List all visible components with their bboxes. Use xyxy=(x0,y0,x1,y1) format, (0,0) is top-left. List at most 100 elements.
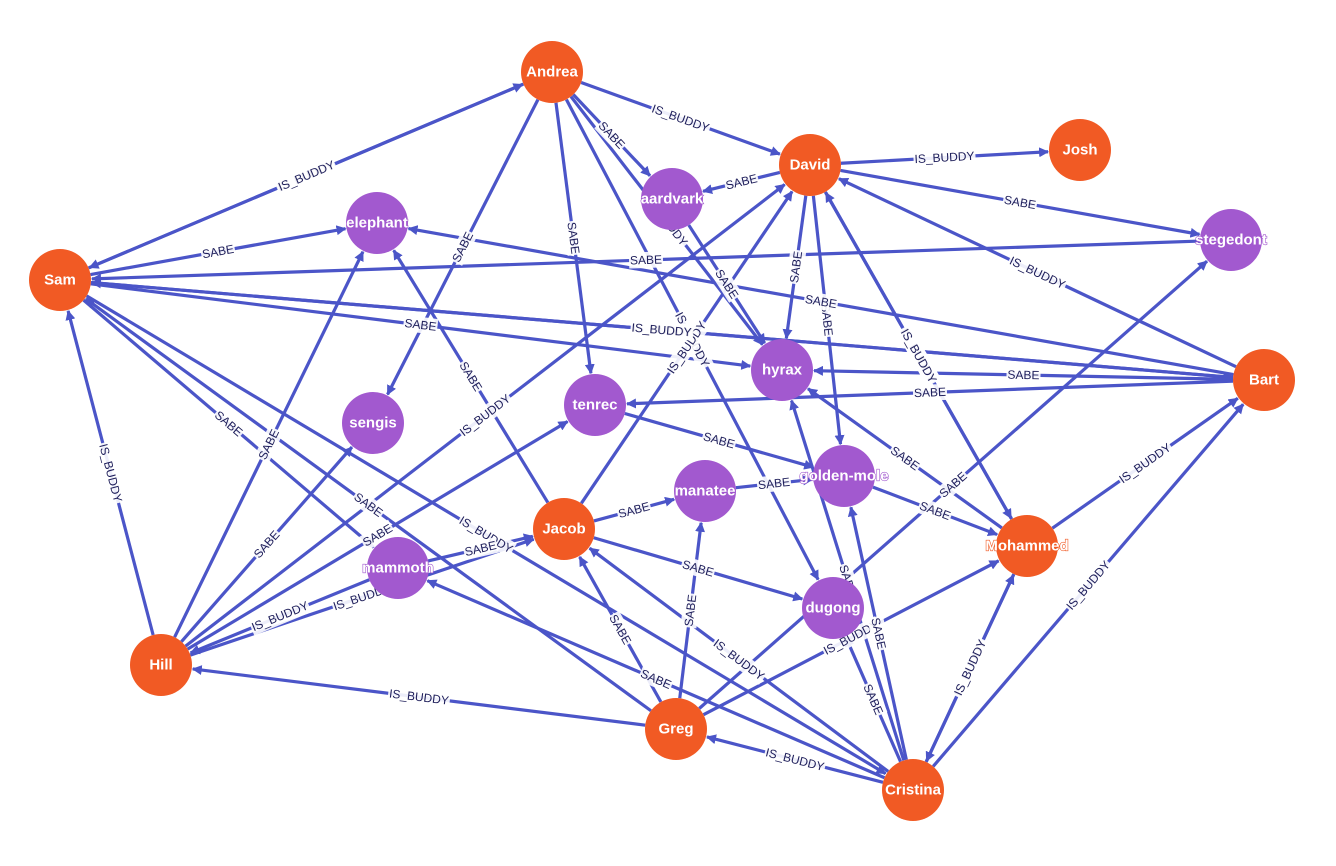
node-circle[interactable] xyxy=(641,168,703,230)
edge-label-background xyxy=(679,555,717,581)
edge-label-group: SABE xyxy=(563,220,584,256)
node-circle[interactable] xyxy=(813,445,875,507)
node-circle[interactable] xyxy=(29,249,91,311)
edge-label-background xyxy=(662,317,711,378)
edge-label-background xyxy=(248,597,312,636)
node-circle[interactable] xyxy=(645,698,707,760)
edge-label-background xyxy=(199,240,237,263)
node-circle[interactable] xyxy=(1049,119,1111,181)
node-circle[interactable] xyxy=(564,374,626,436)
edge-label-group: SABE xyxy=(199,240,237,263)
node-circle[interactable] xyxy=(367,537,429,599)
edge-label-background xyxy=(447,228,478,266)
edge-label: IS_BUDDY xyxy=(631,320,692,339)
edge-label: SABE xyxy=(638,666,673,692)
node-Hill[interactable]: Hill xyxy=(130,634,192,696)
edge-label-background xyxy=(1001,191,1039,214)
edge-label-background xyxy=(1006,252,1069,294)
node-tenrec[interactable]: tenrec xyxy=(564,374,626,436)
edge-label: SABE xyxy=(1003,193,1037,212)
node-Josh[interactable]: Josh xyxy=(1049,119,1111,181)
edge-label-group: SABE xyxy=(700,428,738,453)
edge-label-group: SABE xyxy=(462,536,499,561)
node-circle[interactable] xyxy=(342,392,404,454)
node-aardvark[interactable]: aardvark xyxy=(640,168,705,230)
node-circle[interactable] xyxy=(751,339,813,401)
edge-label-background xyxy=(249,526,284,563)
edge-label-background xyxy=(628,251,664,269)
node-circle[interactable] xyxy=(882,759,944,821)
node-circle[interactable] xyxy=(1233,349,1295,411)
node-Sam[interactable]: Sam xyxy=(29,249,91,311)
edge-label-background xyxy=(756,473,792,494)
node-circle[interactable] xyxy=(130,634,192,696)
edge-label-group: IS_BUDDY xyxy=(709,634,769,685)
edge-label-group: SABE xyxy=(615,497,653,523)
edge-label-background xyxy=(912,383,948,402)
node-golden-mole[interactable]: golden-mole xyxy=(799,445,889,507)
edge-label: SABE xyxy=(787,250,805,284)
node-circle[interactable] xyxy=(802,577,864,639)
node-Cristina[interactable]: Cristina xyxy=(882,759,944,821)
edge-label-group: SABE xyxy=(447,228,478,266)
node-circle[interactable] xyxy=(1200,209,1262,271)
edge-label: SABE xyxy=(456,359,485,394)
edge-label-background xyxy=(886,441,924,475)
edge-label-background xyxy=(358,519,397,551)
edge-label-background xyxy=(1061,556,1115,615)
node-Jacob[interactable]: Jacob xyxy=(533,498,595,560)
edge-label-group: SABE xyxy=(912,383,948,402)
edge-label-background xyxy=(455,357,487,396)
edge-label-background xyxy=(709,634,769,685)
edge-label-group: IS_BUDDY xyxy=(274,156,339,196)
edge-label-background xyxy=(563,220,584,256)
edge-label: IS_BUDDY xyxy=(1116,440,1173,486)
node-dugong[interactable]: dugong xyxy=(802,577,864,639)
edge-label-group: SABE xyxy=(785,249,807,285)
node-circle[interactable] xyxy=(533,498,595,560)
edge-label-group: IS_BUDDY xyxy=(896,325,942,387)
edge-label-background xyxy=(637,665,675,694)
node-David[interactable]: David xyxy=(779,134,841,196)
edge-label-group: IS_BUDDY xyxy=(1061,556,1115,615)
edge-label-group: SABE xyxy=(604,610,636,649)
edge-label-background xyxy=(762,744,827,776)
edge-label-background xyxy=(1006,366,1041,384)
edge-label: SABE xyxy=(404,316,438,334)
node-Bart[interactable]: Bart xyxy=(1233,349,1295,411)
edge-label-group: SABE xyxy=(802,290,840,313)
edge-label-group: SABE xyxy=(679,555,717,581)
edge-label-background xyxy=(710,265,743,303)
node-circle[interactable] xyxy=(996,515,1058,577)
edge-label-background xyxy=(462,536,499,561)
node-manatee[interactable]: manatee xyxy=(674,460,736,522)
edge-label: SABE xyxy=(1007,368,1039,383)
edge-label-background xyxy=(274,156,339,196)
edge-label-background xyxy=(802,290,840,313)
edge-label: IS_BUDDY xyxy=(711,636,767,683)
edge-label: SABE xyxy=(564,221,582,255)
edge-label-group: IS_BUDDY xyxy=(648,100,713,137)
node-circle[interactable] xyxy=(674,460,736,522)
edge-label: SABE xyxy=(201,242,235,261)
node-circle[interactable] xyxy=(521,41,583,103)
edge-label: SABE xyxy=(630,252,662,267)
edge-label-group: SABE xyxy=(637,665,675,694)
node-circle[interactable] xyxy=(346,192,408,254)
edge-label: SABE xyxy=(449,230,476,265)
node-Andrea[interactable]: Andrea xyxy=(521,41,583,103)
node-hyrax[interactable]: hyrax xyxy=(751,339,813,401)
node-sengis[interactable]: sengis xyxy=(342,392,404,454)
edge-label: SABE xyxy=(868,616,889,650)
node-elephant[interactable]: elephant xyxy=(346,192,408,254)
node-circle[interactable] xyxy=(779,134,841,196)
nodes-layer: AndreaDavidJoshaardvarkelephantstegedont… xyxy=(29,41,1295,821)
edge-label-group: SABE xyxy=(254,425,284,464)
edge-label-group: SABE xyxy=(1001,191,1039,214)
node-Greg[interactable]: Greg xyxy=(645,698,707,760)
edge-label-background xyxy=(949,636,991,700)
edge-label-background xyxy=(723,170,760,194)
edge-label-background xyxy=(1115,438,1176,488)
edge-label: IS_BUDDY xyxy=(914,149,975,166)
